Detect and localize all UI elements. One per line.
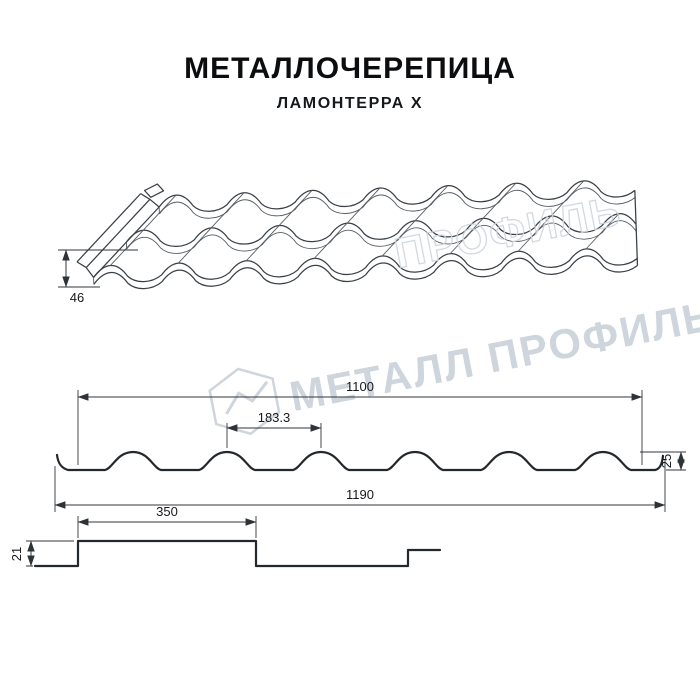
dimension-350-extension-lines [77,516,257,538]
tile-row-2-shadow [126,220,637,254]
dimension-21-extension-lines [26,540,74,567]
dimension-183: 183.3 [226,410,322,448]
dimension-label-1190: 1190 [346,487,374,502]
page-title: МЕТАЛЛОЧЕРЕПИЦА [184,52,516,85]
dimension-21: 21 [9,540,74,567]
step-profile-line [33,539,442,568]
left-mounting-strip [76,193,160,278]
dimension-1100: 1100 [77,379,643,465]
dimension-label-25: 25 [659,454,674,468]
dimension-label-1100: 1100 [346,379,374,394]
roof-perspective-drawing [76,180,639,290]
ridge-cap-piece [143,183,165,198]
panel-left-edge [93,206,160,278]
tile-row-1 [158,180,636,212]
dimension-1190: 1190 [54,460,666,512]
watermark-main-text: МЕТАЛЛ ПРОФИЛЬ [286,292,700,420]
dimension-1100-extension-lines [77,390,643,465]
dimension-25: 25 [640,451,686,471]
dimension-label-21: 21 [9,547,24,561]
panel-right-edge [634,190,639,266]
dimension-1190-extension-lines [54,460,666,512]
page-subtitle: ЛАМОНТЕРРА X [276,95,424,112]
dimension-46: 46 [58,249,138,305]
dimension-350: 350 [77,504,257,538]
dimension-label-350: 350 [156,504,178,519]
tile-row-1-shadow [159,187,636,219]
tile-row-3-front-edge [93,255,638,290]
tile-row-3 [93,248,638,283]
dimension-label-183: 183.3 [258,410,291,425]
step-profile-drawing: 350 21 [9,504,442,568]
cross-section-profile-line [55,450,665,472]
cross-section-drawing: 1100 183.3 25 1190 [54,379,686,512]
sheet-header: МЕТАЛЛОЧЕРЕПИЦА ЛАМОНТЕРРА X [0,52,700,113]
dimension-label-46: 46 [70,290,84,305]
